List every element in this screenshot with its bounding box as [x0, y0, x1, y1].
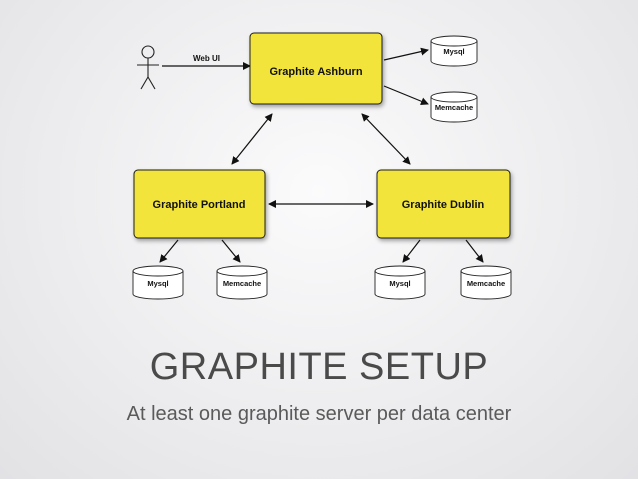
edge-label-webui: Web UI	[193, 54, 220, 63]
node-label-ashburn: Graphite Ashburn	[269, 66, 362, 78]
db-dublin-mysql: Mysql	[374, 265, 426, 300]
architecture-diagram: Web UI Graphite Ashburn Mysql Memcache G…	[132, 32, 512, 300]
edge-ashburn-dublin	[361, 113, 411, 165]
edge-ashburn-memcache	[383, 85, 429, 106]
db-label-ashburn-memcache: Memcache	[435, 103, 473, 112]
slide-title: GRAPHITE SETUP	[149, 346, 489, 388]
db-ashburn-memcache: Memcache	[430, 91, 478, 123]
db-ashburn-mysql: Mysql	[430, 35, 478, 67]
slide-subtitle: At least one graphite server per data ce…	[126, 403, 512, 425]
stick-figure-icon	[137, 45, 159, 90]
db-portland-memcache: Memcache	[216, 265, 268, 300]
db-label-portland-mysql: Mysql	[147, 279, 168, 288]
node-label-portland: Graphite Portland	[153, 199, 246, 211]
edge-ashburn-mysql	[383, 47, 429, 61]
db-dublin-memcache: Memcache	[460, 265, 512, 300]
edge-portland-memcache	[221, 239, 241, 263]
node-graphite-portland: Graphite Portland	[133, 169, 266, 239]
db-label-dublin-memcache: Memcache	[467, 279, 505, 288]
node-label-dublin: Graphite Dublin	[402, 199, 485, 211]
edge-portland-mysql	[159, 239, 179, 263]
node-graphite-ashburn: Graphite Ashburn	[249, 32, 383, 105]
edge-ashburn-portland	[231, 113, 273, 165]
edge-dublin-mysql	[402, 239, 421, 263]
db-label-portland-memcache: Memcache	[223, 279, 261, 288]
db-label-ashburn-mysql: Mysql	[443, 47, 464, 56]
db-portland-mysql: Mysql	[132, 265, 184, 300]
db-label-dublin-mysql: Mysql	[389, 279, 410, 288]
edge-dublin-memcache	[465, 239, 484, 263]
node-graphite-dublin: Graphite Dublin	[376, 169, 511, 239]
